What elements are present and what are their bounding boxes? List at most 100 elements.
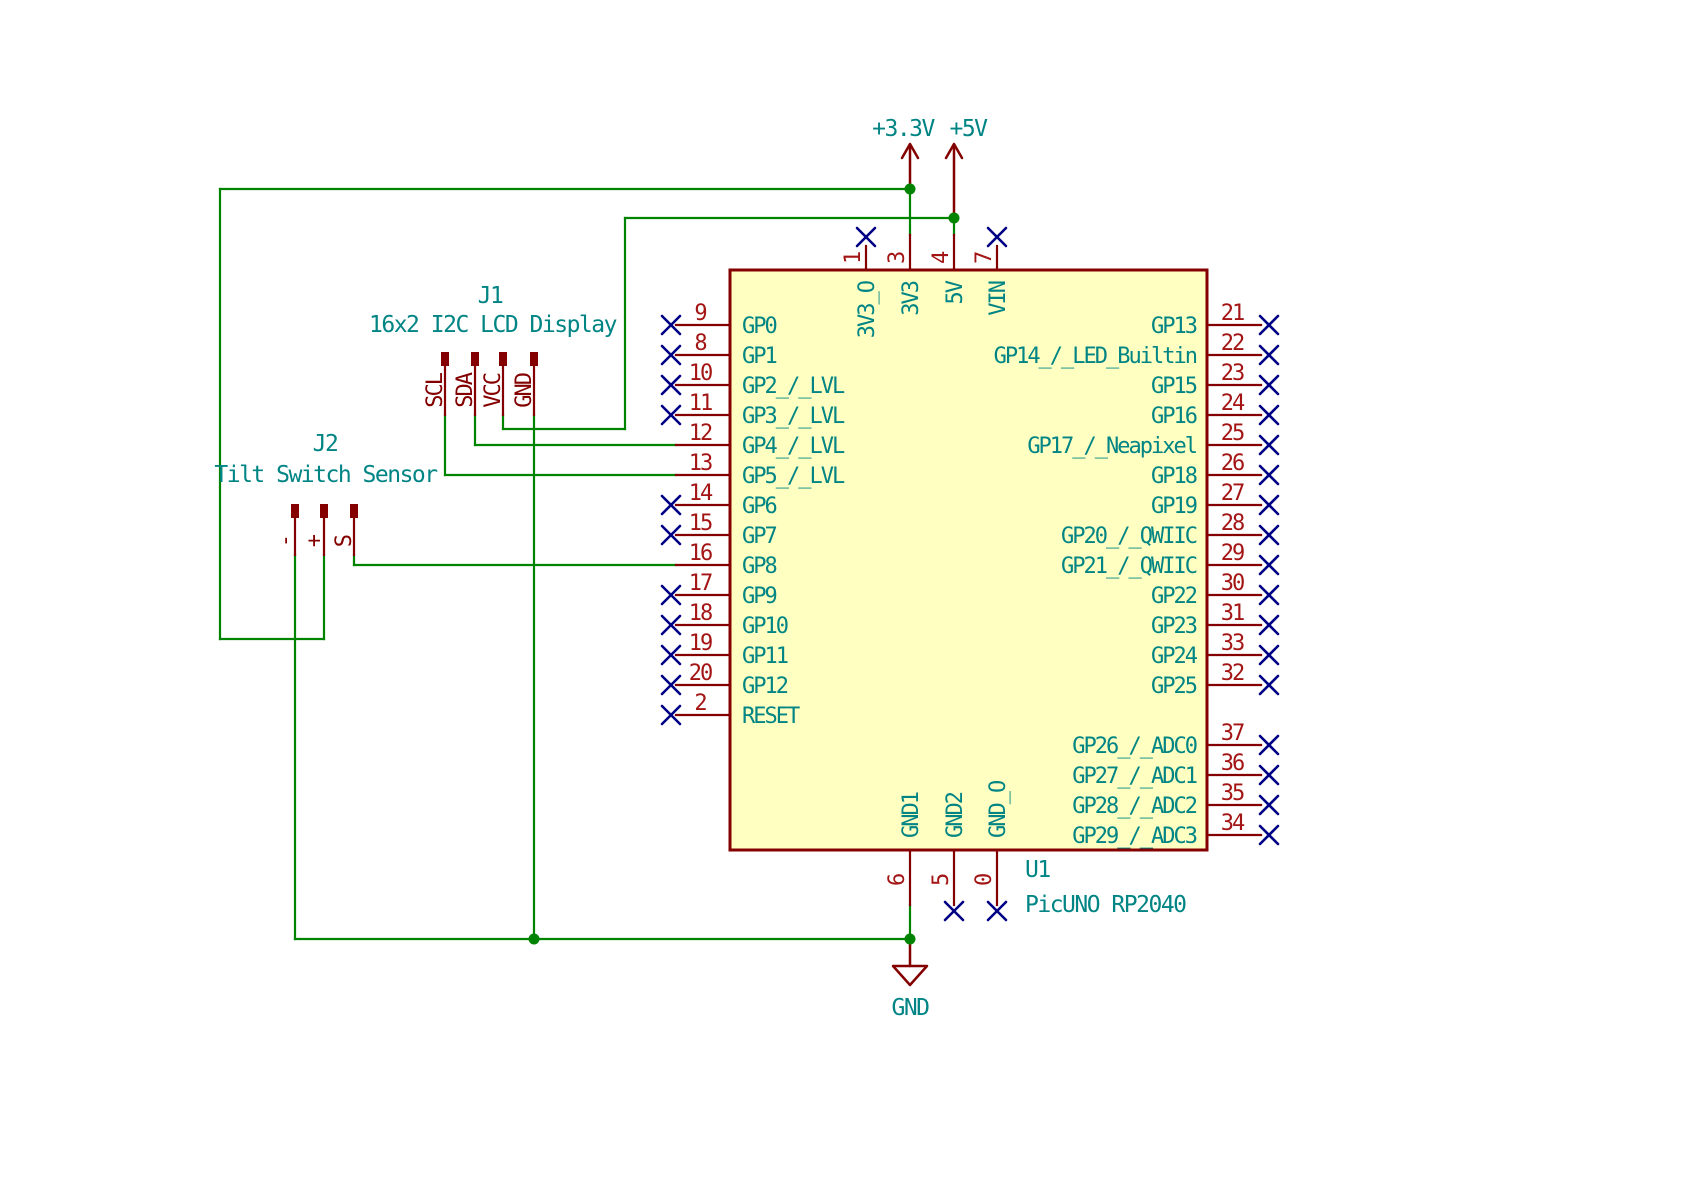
connector-pin[interactable]	[471, 352, 479, 366]
no-connect-icon[interactable]	[1258, 464, 1280, 486]
connector-pin[interactable]	[350, 504, 358, 518]
pin-name: GP1	[742, 344, 776, 369]
power-label-3v3[interactable]: +3.3V	[872, 116, 935, 142]
junction-dot[interactable]	[904, 183, 916, 195]
connector-pin[interactable]	[530, 352, 538, 366]
pin-number: 23	[1221, 361, 1244, 386]
power-label-gnd[interactable]: GND	[891, 995, 930, 1021]
connector-pin-label: -	[273, 536, 298, 547]
no-connect-icon[interactable]	[1258, 824, 1280, 846]
pin-number: 9	[694, 301, 706, 326]
connector-pin-label: +	[302, 534, 327, 547]
j1-reference[interactable]: J1	[477, 283, 504, 309]
no-connect-icon[interactable]	[660, 404, 682, 426]
pin-number: 12	[689, 421, 712, 446]
no-connect-icon[interactable]	[660, 314, 682, 336]
pin-name: GP0	[742, 314, 776, 339]
pin-name: GP6	[742, 494, 776, 519]
junction-dot[interactable]	[904, 933, 916, 945]
pin-name: 3V3_O	[855, 281, 880, 338]
connector-pin[interactable]	[499, 352, 507, 366]
no-connect-icon[interactable]	[1258, 794, 1280, 816]
j2-reference[interactable]: J2	[312, 431, 339, 457]
no-connect-icon[interactable]	[1258, 644, 1280, 666]
connector-pin[interactable]	[320, 504, 328, 518]
pin-name: GP3_/_LVL	[742, 404, 845, 429]
no-connect-icon[interactable]	[1258, 614, 1280, 636]
junction-dot[interactable]	[528, 933, 540, 945]
no-connect-icon[interactable]	[1258, 554, 1280, 576]
no-connect-icon[interactable]	[660, 494, 682, 516]
no-connect-icon[interactable]	[660, 524, 682, 546]
no-connect-icon[interactable]	[660, 704, 682, 726]
pin-number: 18	[689, 601, 712, 626]
no-connect-icon[interactable]	[1258, 494, 1280, 516]
connector-pin-label: SCL	[423, 372, 448, 407]
no-connect-icon[interactable]	[660, 584, 682, 606]
gnd-symbol[interactable]	[891, 937, 929, 987]
pin-number: 32	[1221, 661, 1244, 686]
u1-reference[interactable]: U1	[1025, 857, 1051, 883]
pin-name: GP4_/_LVL	[742, 434, 845, 459]
j1-value[interactable]: 16x2 I2C LCD Display	[369, 312, 617, 338]
no-connect-icon[interactable]	[1258, 734, 1280, 756]
pin-number: 25	[1221, 421, 1244, 446]
no-connect-icon[interactable]	[1258, 674, 1280, 696]
j2-value[interactable]: Tilt Switch Sensor	[214, 462, 438, 488]
pin-name: GP18	[1151, 464, 1197, 489]
pin-number: 15	[689, 511, 712, 536]
pin-number: 19	[689, 631, 712, 656]
pin-number: 11	[689, 391, 712, 416]
power-arrow-up-icon	[900, 142, 920, 160]
pin-name: GP11	[742, 644, 788, 669]
no-connect-icon[interactable]	[660, 344, 682, 366]
no-connect-icon[interactable]	[1258, 524, 1280, 546]
no-connect-icon[interactable]	[660, 374, 682, 396]
no-connect-icon[interactable]	[1258, 344, 1280, 366]
pin-number: 21	[1221, 301, 1244, 326]
no-connect-icon[interactable]	[660, 674, 682, 696]
pin-number: 20	[689, 661, 712, 686]
pin-number: 30	[1221, 571, 1244, 596]
pin-name: GP21_/_QWIIC	[1061, 554, 1197, 579]
no-connect-icon[interactable]	[1258, 764, 1280, 786]
pin-number: 27	[1221, 481, 1244, 506]
pin-number: 22	[1221, 331, 1244, 356]
pin-name: GP24	[1151, 644, 1198, 669]
pin-name: GP19	[1151, 494, 1197, 519]
no-connect-icon[interactable]	[943, 900, 965, 922]
no-connect-icon[interactable]	[1258, 314, 1280, 336]
no-connect-icon[interactable]	[855, 226, 877, 248]
pin-number: 14	[689, 481, 713, 506]
u1-value[interactable]: PicUNO RP2040	[1025, 892, 1187, 918]
ic-body[interactable]	[728, 268, 1209, 852]
pin-name: GP14_/_LED_Builtin	[994, 344, 1197, 369]
no-connect-icon[interactable]	[1258, 374, 1280, 396]
pin-number: 33	[1221, 631, 1244, 656]
no-connect-icon[interactable]	[1258, 434, 1280, 456]
junction-dot[interactable]	[948, 212, 960, 224]
no-connect-icon[interactable]	[660, 644, 682, 666]
no-connect-icon[interactable]	[986, 900, 1008, 922]
pin-number: 6	[885, 874, 910, 886]
power-label-5v[interactable]: +5V	[949, 116, 988, 142]
connector-pin[interactable]	[291, 504, 299, 518]
connector-pin-label: S	[332, 535, 357, 547]
no-connect-icon[interactable]	[1258, 584, 1280, 606]
power-symbol-5v[interactable]	[944, 142, 964, 220]
no-connect-icon[interactable]	[986, 226, 1008, 248]
pin-name: GP17_/_Neapixel	[1027, 434, 1196, 459]
no-connect-icon[interactable]	[660, 614, 682, 636]
pin-number: 2	[694, 691, 706, 716]
no-connect-icon[interactable]	[1258, 404, 1280, 426]
pin-name: GP29_/_ADC3	[1072, 824, 1196, 849]
pin-number: 31	[1221, 601, 1244, 626]
pin-name: GP23	[1151, 614, 1197, 639]
connector-pin[interactable]	[441, 352, 449, 366]
power-symbol-3v3[interactable]	[900, 142, 920, 191]
pin-number: 3	[885, 252, 910, 264]
pin-name: GND2	[943, 792, 968, 838]
pin-name: GP13	[1151, 314, 1197, 339]
pin-name: 3V3	[899, 281, 924, 315]
